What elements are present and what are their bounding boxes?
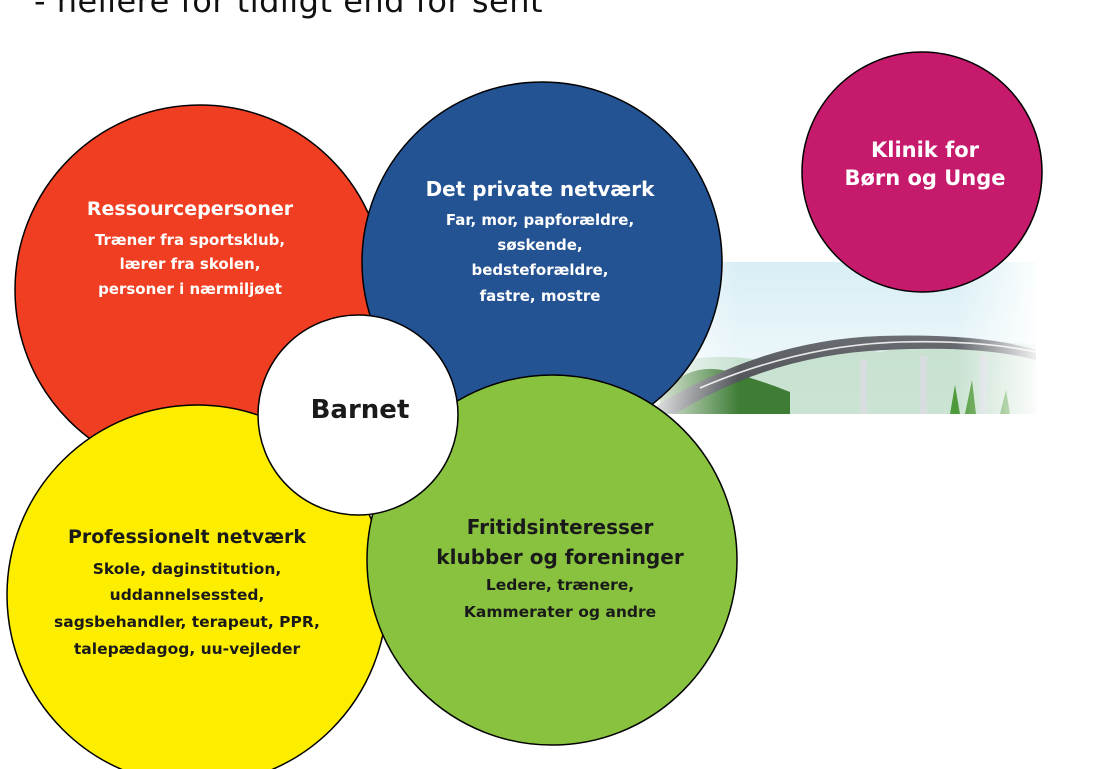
- ressourcepersoner-line: personer i nærmiljøet: [98, 280, 282, 299]
- professionelt-netvaerk-line: sagsbehandler, terapeut, PPR,: [54, 612, 320, 631]
- det-private-netvaerk-title: Det private netværk: [425, 177, 655, 201]
- det-private-netvaerk-line: søskende,: [497, 236, 583, 255]
- klinik-title-line1: Klinik for: [870, 138, 979, 162]
- barnet-text: Barnet: [265, 392, 455, 430]
- professionelt-netvaerk-line: talepædagog, uu-vejleder: [73, 639, 301, 658]
- klinik-title-line2: Børn og Unge: [844, 165, 1006, 190]
- professionelt-netvaerk-line: uddannelsessted,: [109, 586, 265, 605]
- header-tagline: - hellere for tidligt end for sent: [34, 0, 544, 20]
- det-private-netvaerk-line: Far, mor, papforældre,: [445, 211, 635, 229]
- barnet-title: Barnet: [310, 395, 410, 425]
- circle-klinik: [801, 51, 1043, 293]
- fritidsinteresser-line: Kammerater og andre: [463, 602, 657, 621]
- circle-barnet: [257, 314, 459, 516]
- det-private-netvaerk-line: fastre, mostre: [479, 286, 601, 305]
- fritidsinteresser-text: Fritidsinteresser klubber og foreninger …: [395, 512, 725, 625]
- fritidsinteresser-title-line1: Fritidsinteresser: [466, 515, 654, 539]
- ressourcepersoner-line: Træner fra sportsklub,: [94, 230, 286, 249]
- det-private-netvaerk-line: bedsteforældre,: [471, 261, 609, 280]
- ressourcepersoner-line: lærer fra skolen,: [119, 255, 261, 274]
- fritidsinteresser-line: Ledere, trænere,: [485, 576, 635, 594]
- bridge-illustration: [640, 262, 1037, 414]
- klinik-text: Klinik for Børn og Unge: [820, 137, 1030, 192]
- ressourcepersoner-title: Ressourcepersoner: [86, 198, 294, 220]
- fritidsinteresser-title-line2: klubber og foreninger: [436, 545, 684, 569]
- circle-fritidsinteresser: [366, 374, 738, 746]
- professionelt-netvaerk-text: Professionelt netværk Skole, daginstitut…: [5, 524, 369, 662]
- professionelt-netvaerk-title: Professionelt netværk: [67, 526, 307, 548]
- det-private-netvaerk-text: Det private netværk Far, mor, papforældr…: [380, 175, 700, 309]
- ressourcepersoner-text: Ressourcepersoner Træner fra sportsklub,…: [40, 196, 340, 302]
- professionelt-netvaerk-line: Skole, daginstitution,: [92, 559, 282, 578]
